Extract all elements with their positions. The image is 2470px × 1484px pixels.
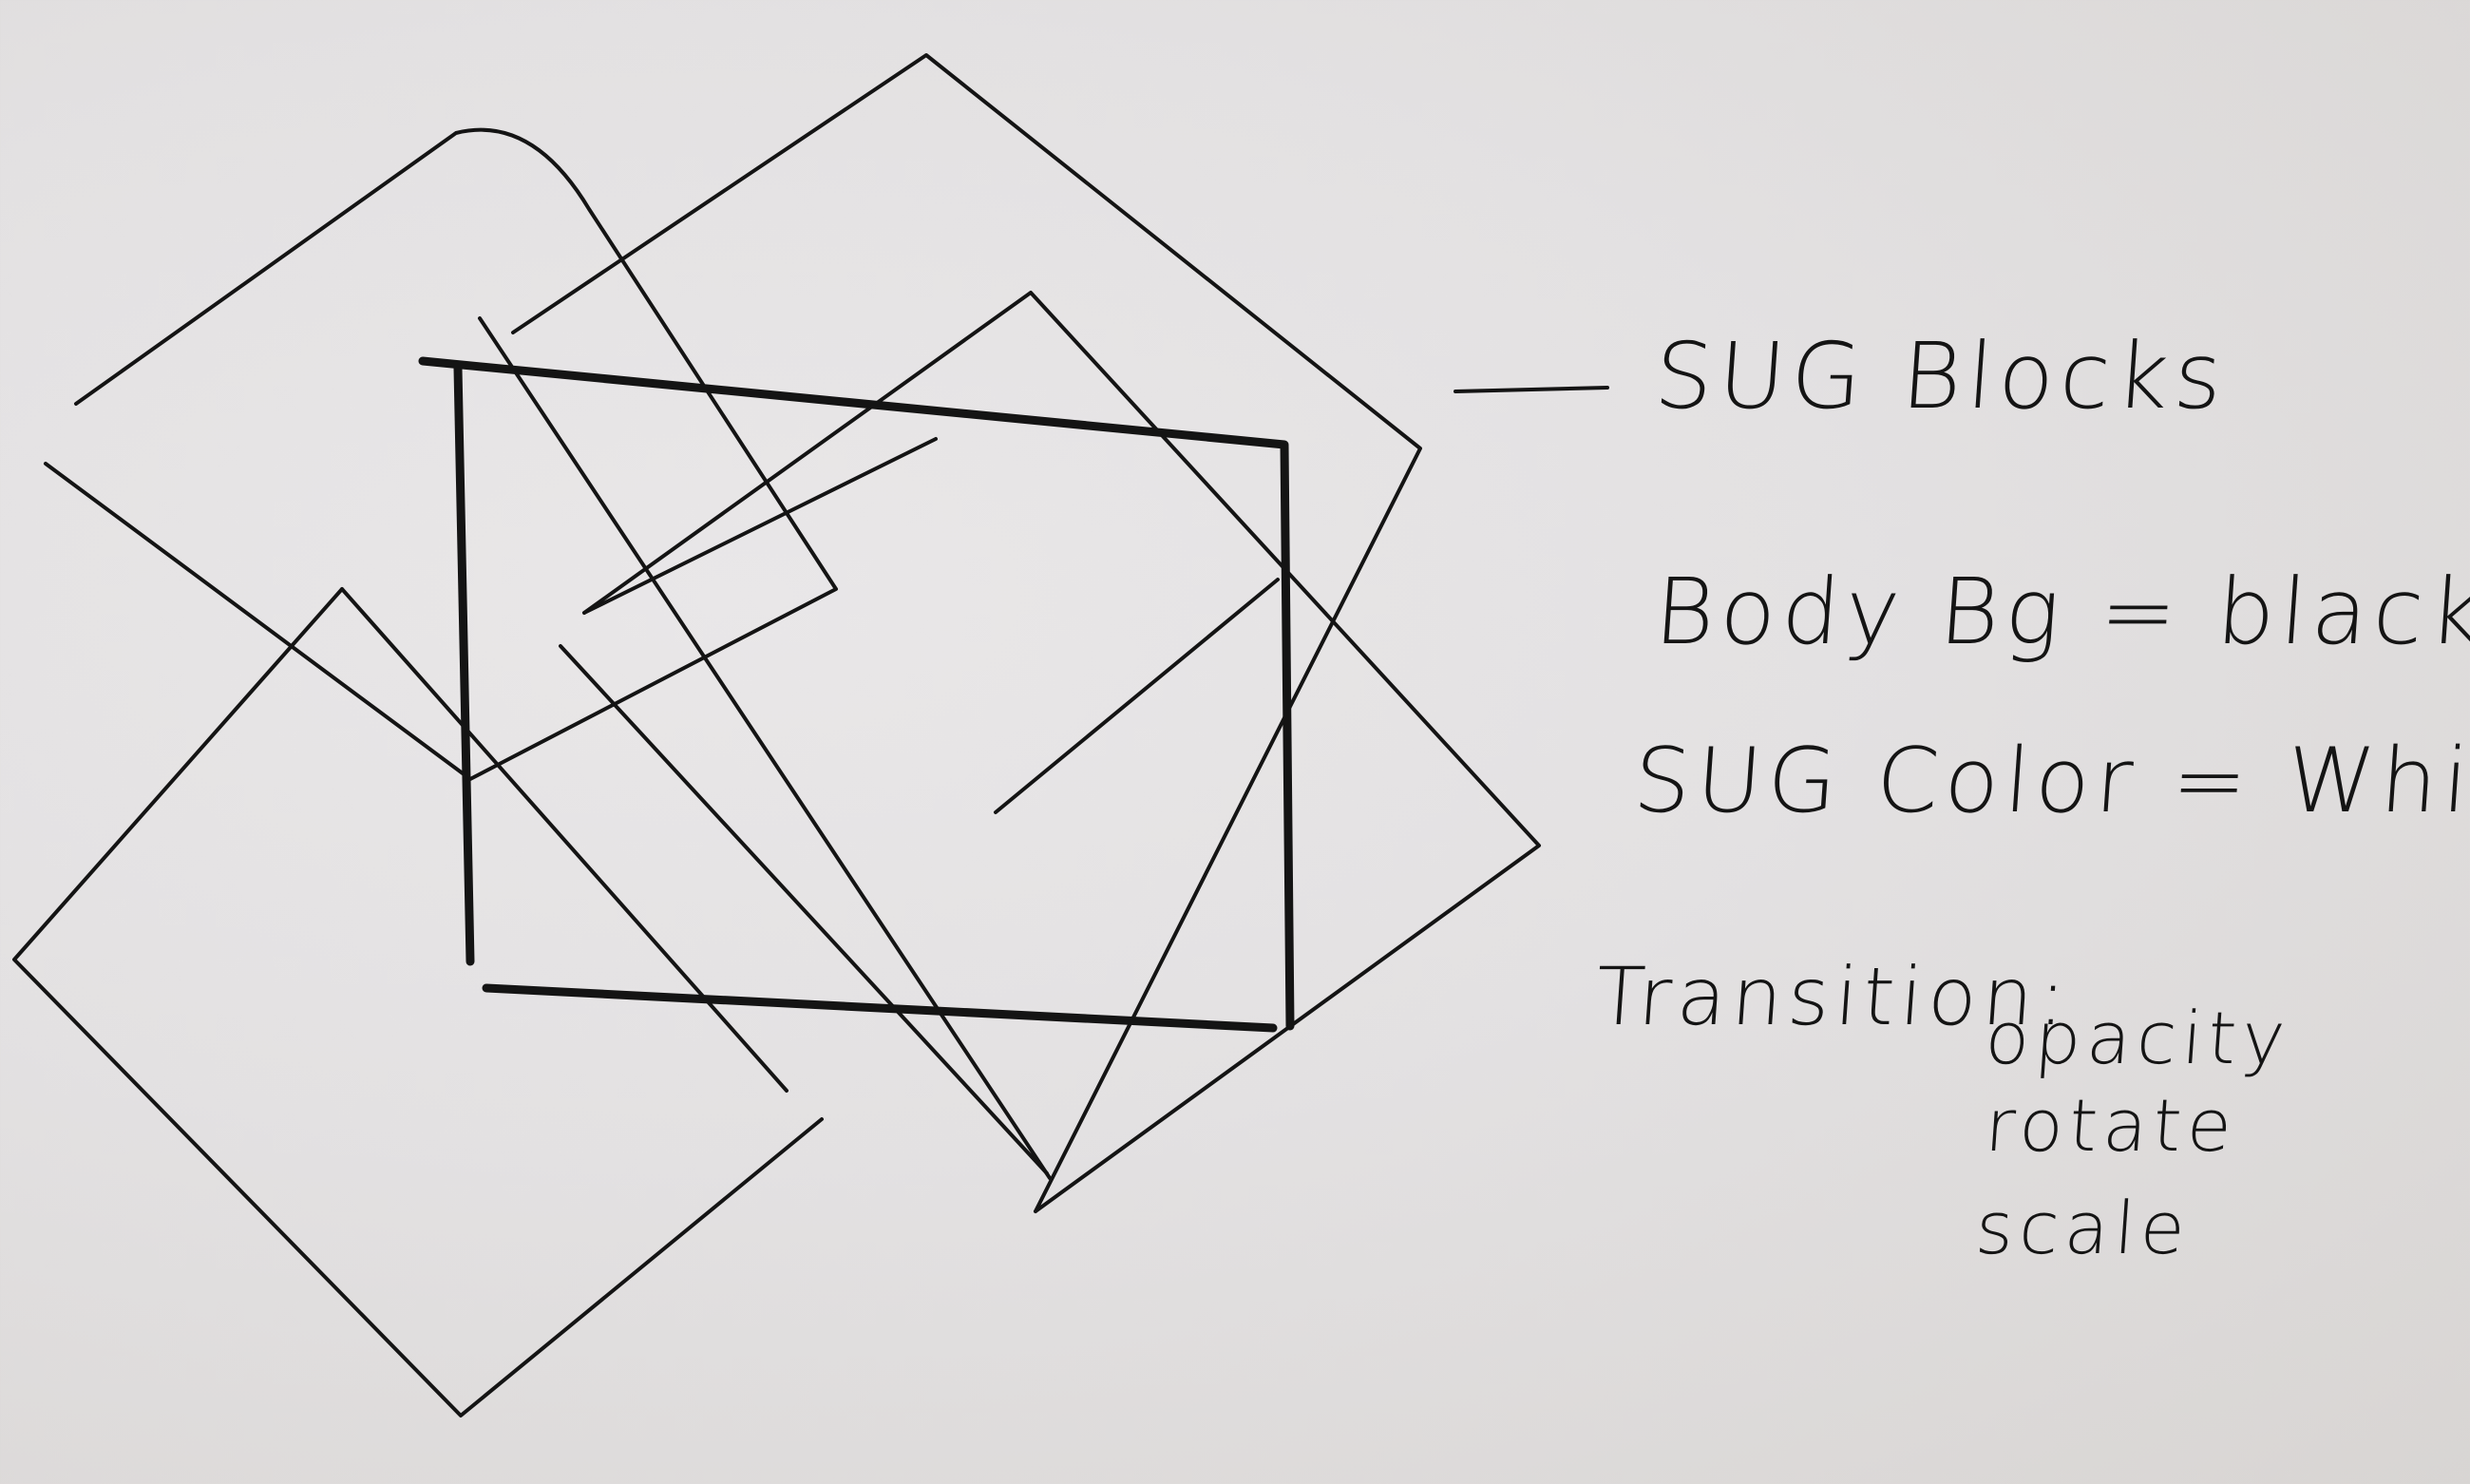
note-transition-scale: scale <box>1972 1186 2194 1270</box>
diamond-block-top-center <box>511 53 1422 1213</box>
diamond-block-top-center-inner <box>478 316 1052 1180</box>
note-transition-opacity: opacity <box>1982 996 2294 1080</box>
diamond-block-top-left <box>44 127 838 781</box>
screen-frame <box>418 356 1295 1033</box>
note-svg-blocks: SUG Blocks <box>1651 323 2232 429</box>
label-leader-line <box>1454 386 1609 393</box>
diamond-block-lower-left <box>12 587 824 1417</box>
diamond-block-inner-diagonal <box>582 437 938 615</box>
diamond-block-center-right-inner <box>559 644 1049 1175</box>
diamond-block-lower-left-edge <box>340 587 788 1093</box>
note-body-bg: Body Bg = black <box>1651 559 2470 665</box>
diamond-block-center-right-notch <box>994 578 1280 814</box>
note-transition-rotate: rotate <box>1982 1083 2241 1168</box>
note-svg-color: SUG Color = White <box>1630 730 2470 833</box>
